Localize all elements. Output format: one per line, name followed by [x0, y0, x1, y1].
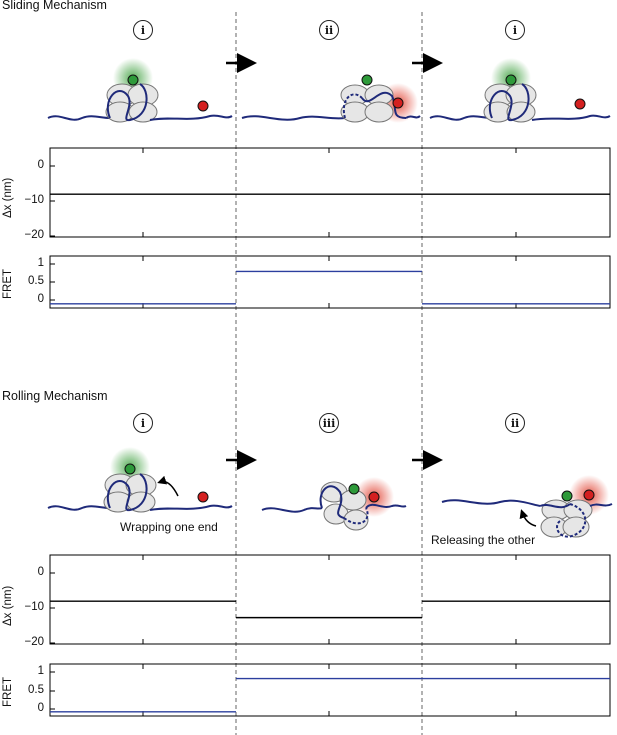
sliding-dx-tick-1: −10	[24, 194, 44, 206]
sliding-fret-tick-0: 1	[37, 257, 44, 269]
rolling-fret-tick-0: 1	[37, 665, 44, 677]
sliding-fret-tick-1: 0.5	[28, 275, 44, 287]
sliding-dx-ylabel: Δx (nm)	[2, 177, 14, 218]
sliding-fret-plot	[49, 255, 611, 309]
sliding-dx-tick-2: −20	[24, 229, 44, 241]
rolling-fret-plot	[49, 663, 611, 717]
rolling-fret-tick-1: 0.5	[28, 684, 44, 696]
sliding-stage-1-nucleosome	[47, 58, 233, 123]
rolling-dx-tick-2: −20	[24, 636, 44, 648]
rolling-dx-tick-1: −10	[24, 601, 44, 613]
rolling-stage-2-nucleosome	[261, 477, 407, 531]
rolling-fret-tick-2: 0	[37, 702, 44, 714]
sliding-stage-3-nucleosome	[429, 58, 611, 123]
rolling-stage-3-nucleosome	[441, 475, 613, 538]
sliding-fret-tick-2: 0	[37, 293, 44, 305]
rolling-stage-label-3: ii	[505, 413, 525, 433]
sliding-stage-2-nucleosome	[241, 74, 421, 123]
sliding-dx-tick-0: 0	[37, 159, 44, 171]
rolling-stage-label-1: i	[133, 413, 153, 433]
rolling-dx-ylabel: Δx (nm)	[2, 585, 14, 626]
rolling-stage-label-2: iii	[319, 413, 339, 433]
rolling-title: Rolling Mechanism	[2, 389, 108, 403]
sliding-stage-label-1: i	[133, 20, 153, 40]
rolling-stage-1-nucleosome	[47, 447, 233, 513]
sliding-stage-label-3: i	[505, 20, 525, 40]
rolling-fret-ylabel: FRET	[2, 676, 14, 707]
sliding-stage-label-2: ii	[319, 20, 339, 40]
rolling-dx-plot	[49, 554, 611, 645]
sliding-title: Sliding Mechanism	[2, 0, 107, 12]
rolling-dx-tick-0: 0	[37, 566, 44, 578]
annotation-wrapping: Wrapping one end	[120, 520, 218, 534]
sliding-fret-ylabel: FRET	[2, 268, 14, 299]
annotation-releasing: Releasing the other	[431, 533, 536, 547]
sliding-dx-plot	[49, 147, 611, 238]
